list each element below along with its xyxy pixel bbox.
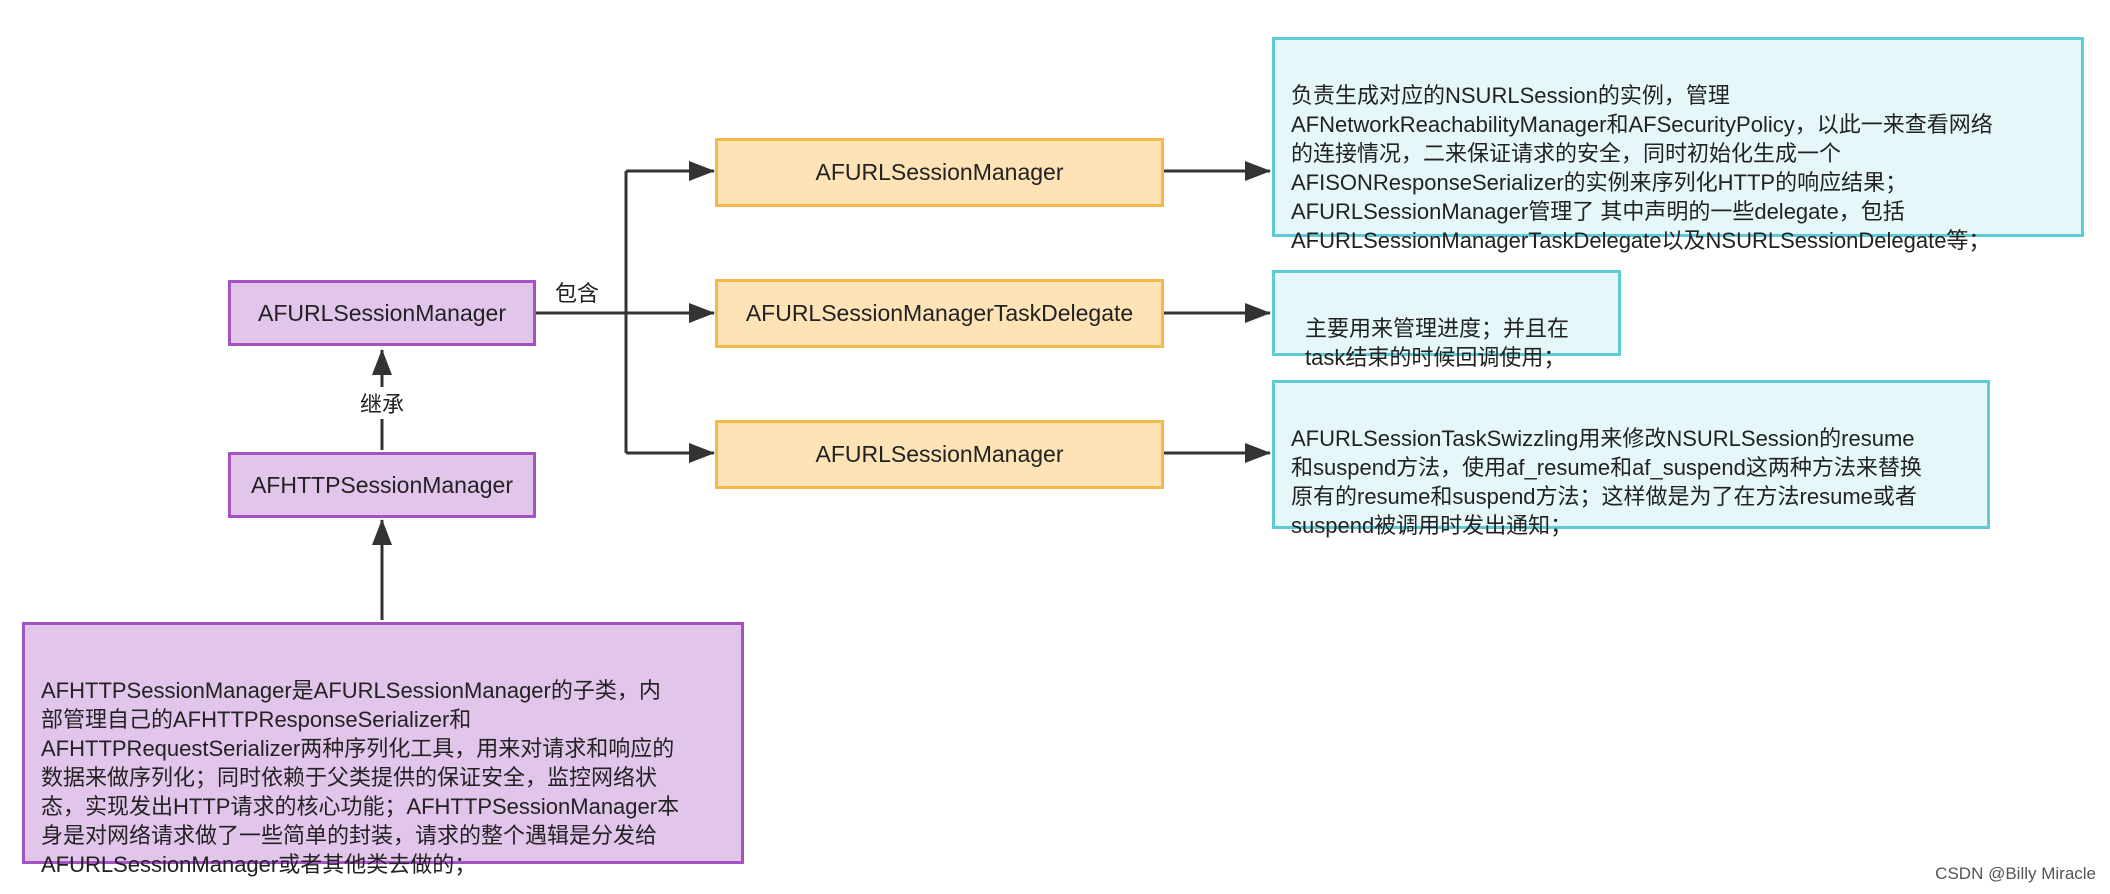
base-manager-label: AFURLSessionManager <box>257 299 506 326</box>
http-description-box: AFHTTPSessionManager是AFURLSessionManager… <box>22 622 744 877</box>
http-description-text: AFHTTPSessionManager是AFURLSessionManager… <box>41 678 680 877</box>
middle-note: 主要用来管理进度；并且在 task结束的时候回调使用； <box>1272 270 1621 370</box>
top-note-text: 负责生成对应的NSURLSession的实例，管理 AFNetworkReach… <box>1291 83 1993 253</box>
watermark: CSDN @Billy Miracle <box>1935 864 2096 883</box>
bottom-note-text: AFURLSessionTaskSwizzling用来修改NSURLSessio… <box>1291 426 1922 538</box>
task-delegate-label: AFURLSessionManagerTaskDelegate <box>745 300 1134 326</box>
top-manager-label: AFURLSessionManager <box>815 159 1064 185</box>
inherits-label: 继承 <box>360 387 405 419</box>
middle-note-text: 主要用来管理进度；并且在 task结束的时候回调使用； <box>1305 316 1570 370</box>
bottom-note: AFURLSessionTaskSwizzling用来修改NSURLSessio… <box>1272 380 1990 538</box>
task-delegate-node: AFURLSessionManagerTaskDelegate <box>715 279 1164 348</box>
http-manager-label: AFHTTPSessionManager <box>250 471 514 498</box>
top-note: 负责生成对应的NSURLSession的实例，管理 AFNetworkReach… <box>1272 37 2084 253</box>
contains-label: 包含 <box>555 276 600 308</box>
base-manager-node: AFURLSessionManager <box>228 280 536 346</box>
bottom-manager-label: AFURLSessionManager <box>815 441 1064 467</box>
top-manager-node: AFURLSessionManager <box>715 138 1164 207</box>
http-manager-node: AFHTTPSessionManager <box>228 452 536 518</box>
bottom-manager-node: AFURLSessionManager <box>715 420 1164 489</box>
